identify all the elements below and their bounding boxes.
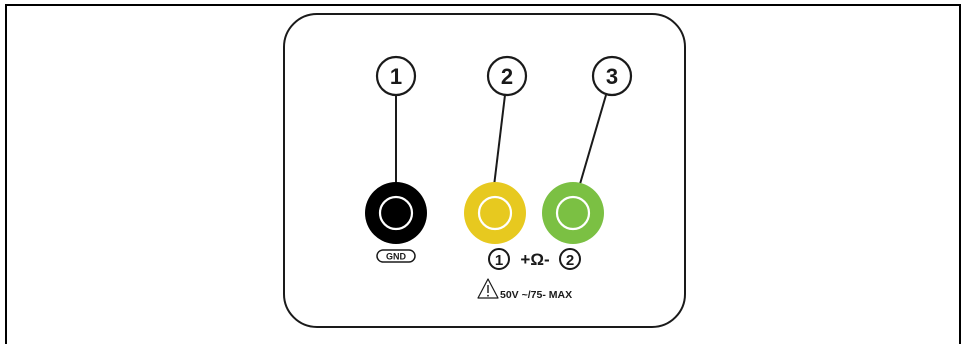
- measure-left-number: 1: [495, 252, 503, 269]
- callout-number: 2: [501, 64, 513, 89]
- green-jack[interactable]: [542, 182, 604, 244]
- callout-3: 3: [593, 57, 631, 95]
- measurement-marking: 1 +Ω- 2: [489, 249, 580, 269]
- gnd-jack[interactable]: [365, 182, 427, 244]
- callout-1: 1: [377, 57, 415, 95]
- callout-leader-3: [580, 95, 606, 184]
- ohm-symbol-text: +Ω-: [520, 250, 549, 269]
- warning-triangle-icon: [478, 279, 498, 298]
- callout-number: 3: [606, 64, 618, 89]
- terminal-diagram: 1 2 3 GND 1 +Ω- 2 50V: [0, 0, 968, 337]
- warning-text: 50V ~/75- MAX: [500, 289, 572, 301]
- callout-2: 2: [488, 57, 526, 95]
- gnd-jack-socket: [380, 197, 412, 229]
- gnd-text: GND: [386, 252, 407, 262]
- callout-leader-2: [494, 95, 505, 186]
- gnd-label: GND: [377, 250, 415, 262]
- measure-right-number: 2: [566, 252, 574, 269]
- green-jack-socket: [557, 197, 589, 229]
- warning-label: 50V ~/75- MAX: [478, 279, 572, 301]
- yellow-jack-socket: [479, 197, 511, 229]
- callout-number: 1: [390, 64, 402, 89]
- yellow-jack[interactable]: [464, 182, 526, 244]
